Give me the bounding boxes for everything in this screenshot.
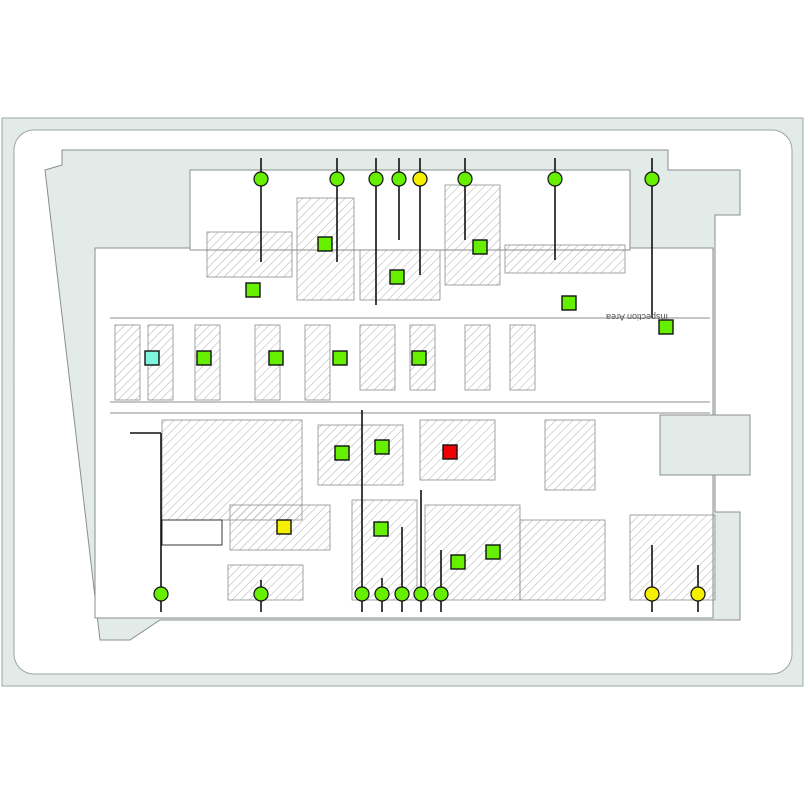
- building-outline: [44, 149, 751, 641]
- zone-status-marker: [442, 444, 458, 460]
- room: [161, 419, 303, 521]
- room: [351, 499, 418, 601]
- sensor-bottom: [394, 586, 410, 602]
- zone-status-marker: [268, 350, 284, 366]
- room: [206, 231, 293, 278]
- room: [317, 424, 404, 486]
- sensor-bottom: [413, 586, 429, 602]
- room: [544, 419, 596, 491]
- room: [519, 519, 606, 601]
- zone-status-marker: [334, 445, 350, 461]
- zone-status-marker: [332, 350, 348, 366]
- zone-status-marker: [374, 439, 390, 455]
- inspection-area-label: Inspection Area: [606, 312, 668, 322]
- sensor-top: [253, 171, 269, 187]
- room: [629, 514, 716, 601]
- sensor-bottom: [153, 586, 169, 602]
- zone-status-marker: [389, 269, 405, 285]
- sensor-bottom: [253, 586, 269, 602]
- room: [444, 184, 501, 286]
- sensor-bottom: [374, 586, 390, 602]
- sensor-top: [412, 171, 428, 187]
- sensor-bottom: [433, 586, 449, 602]
- room: [304, 324, 331, 401]
- zone-status-marker: [561, 295, 577, 311]
- zone-status-marker: [373, 521, 389, 537]
- sensor-top: [329, 171, 345, 187]
- zone-status-marker: [196, 350, 212, 366]
- zone-status-marker: [472, 239, 488, 255]
- sensor-top: [644, 171, 660, 187]
- zone-status-marker: [245, 282, 261, 298]
- elevator: [161, 519, 223, 546]
- zone-status-marker: [485, 544, 501, 560]
- sensor-top: [547, 171, 563, 187]
- room: [464, 324, 491, 391]
- room: [424, 504, 521, 601]
- zone-status-marker: [276, 519, 292, 535]
- zone-status-marker: [317, 236, 333, 252]
- zone-status-marker: [450, 554, 466, 570]
- sensor-top: [368, 171, 384, 187]
- room: [504, 244, 626, 274]
- zone-status-marker: [144, 350, 160, 366]
- zone-status-marker: [411, 350, 427, 366]
- sensor-bottom: [690, 586, 706, 602]
- sensor-top: [457, 171, 473, 187]
- room: [359, 324, 396, 391]
- room: [114, 324, 141, 401]
- sensor-top: [391, 171, 407, 187]
- sensor-bottom: [644, 586, 660, 602]
- room: [509, 324, 536, 391]
- sensor-bottom: [354, 586, 370, 602]
- markers: [144, 171, 706, 602]
- east-stair: [659, 414, 751, 476]
- zone-status-marker: [658, 319, 674, 335]
